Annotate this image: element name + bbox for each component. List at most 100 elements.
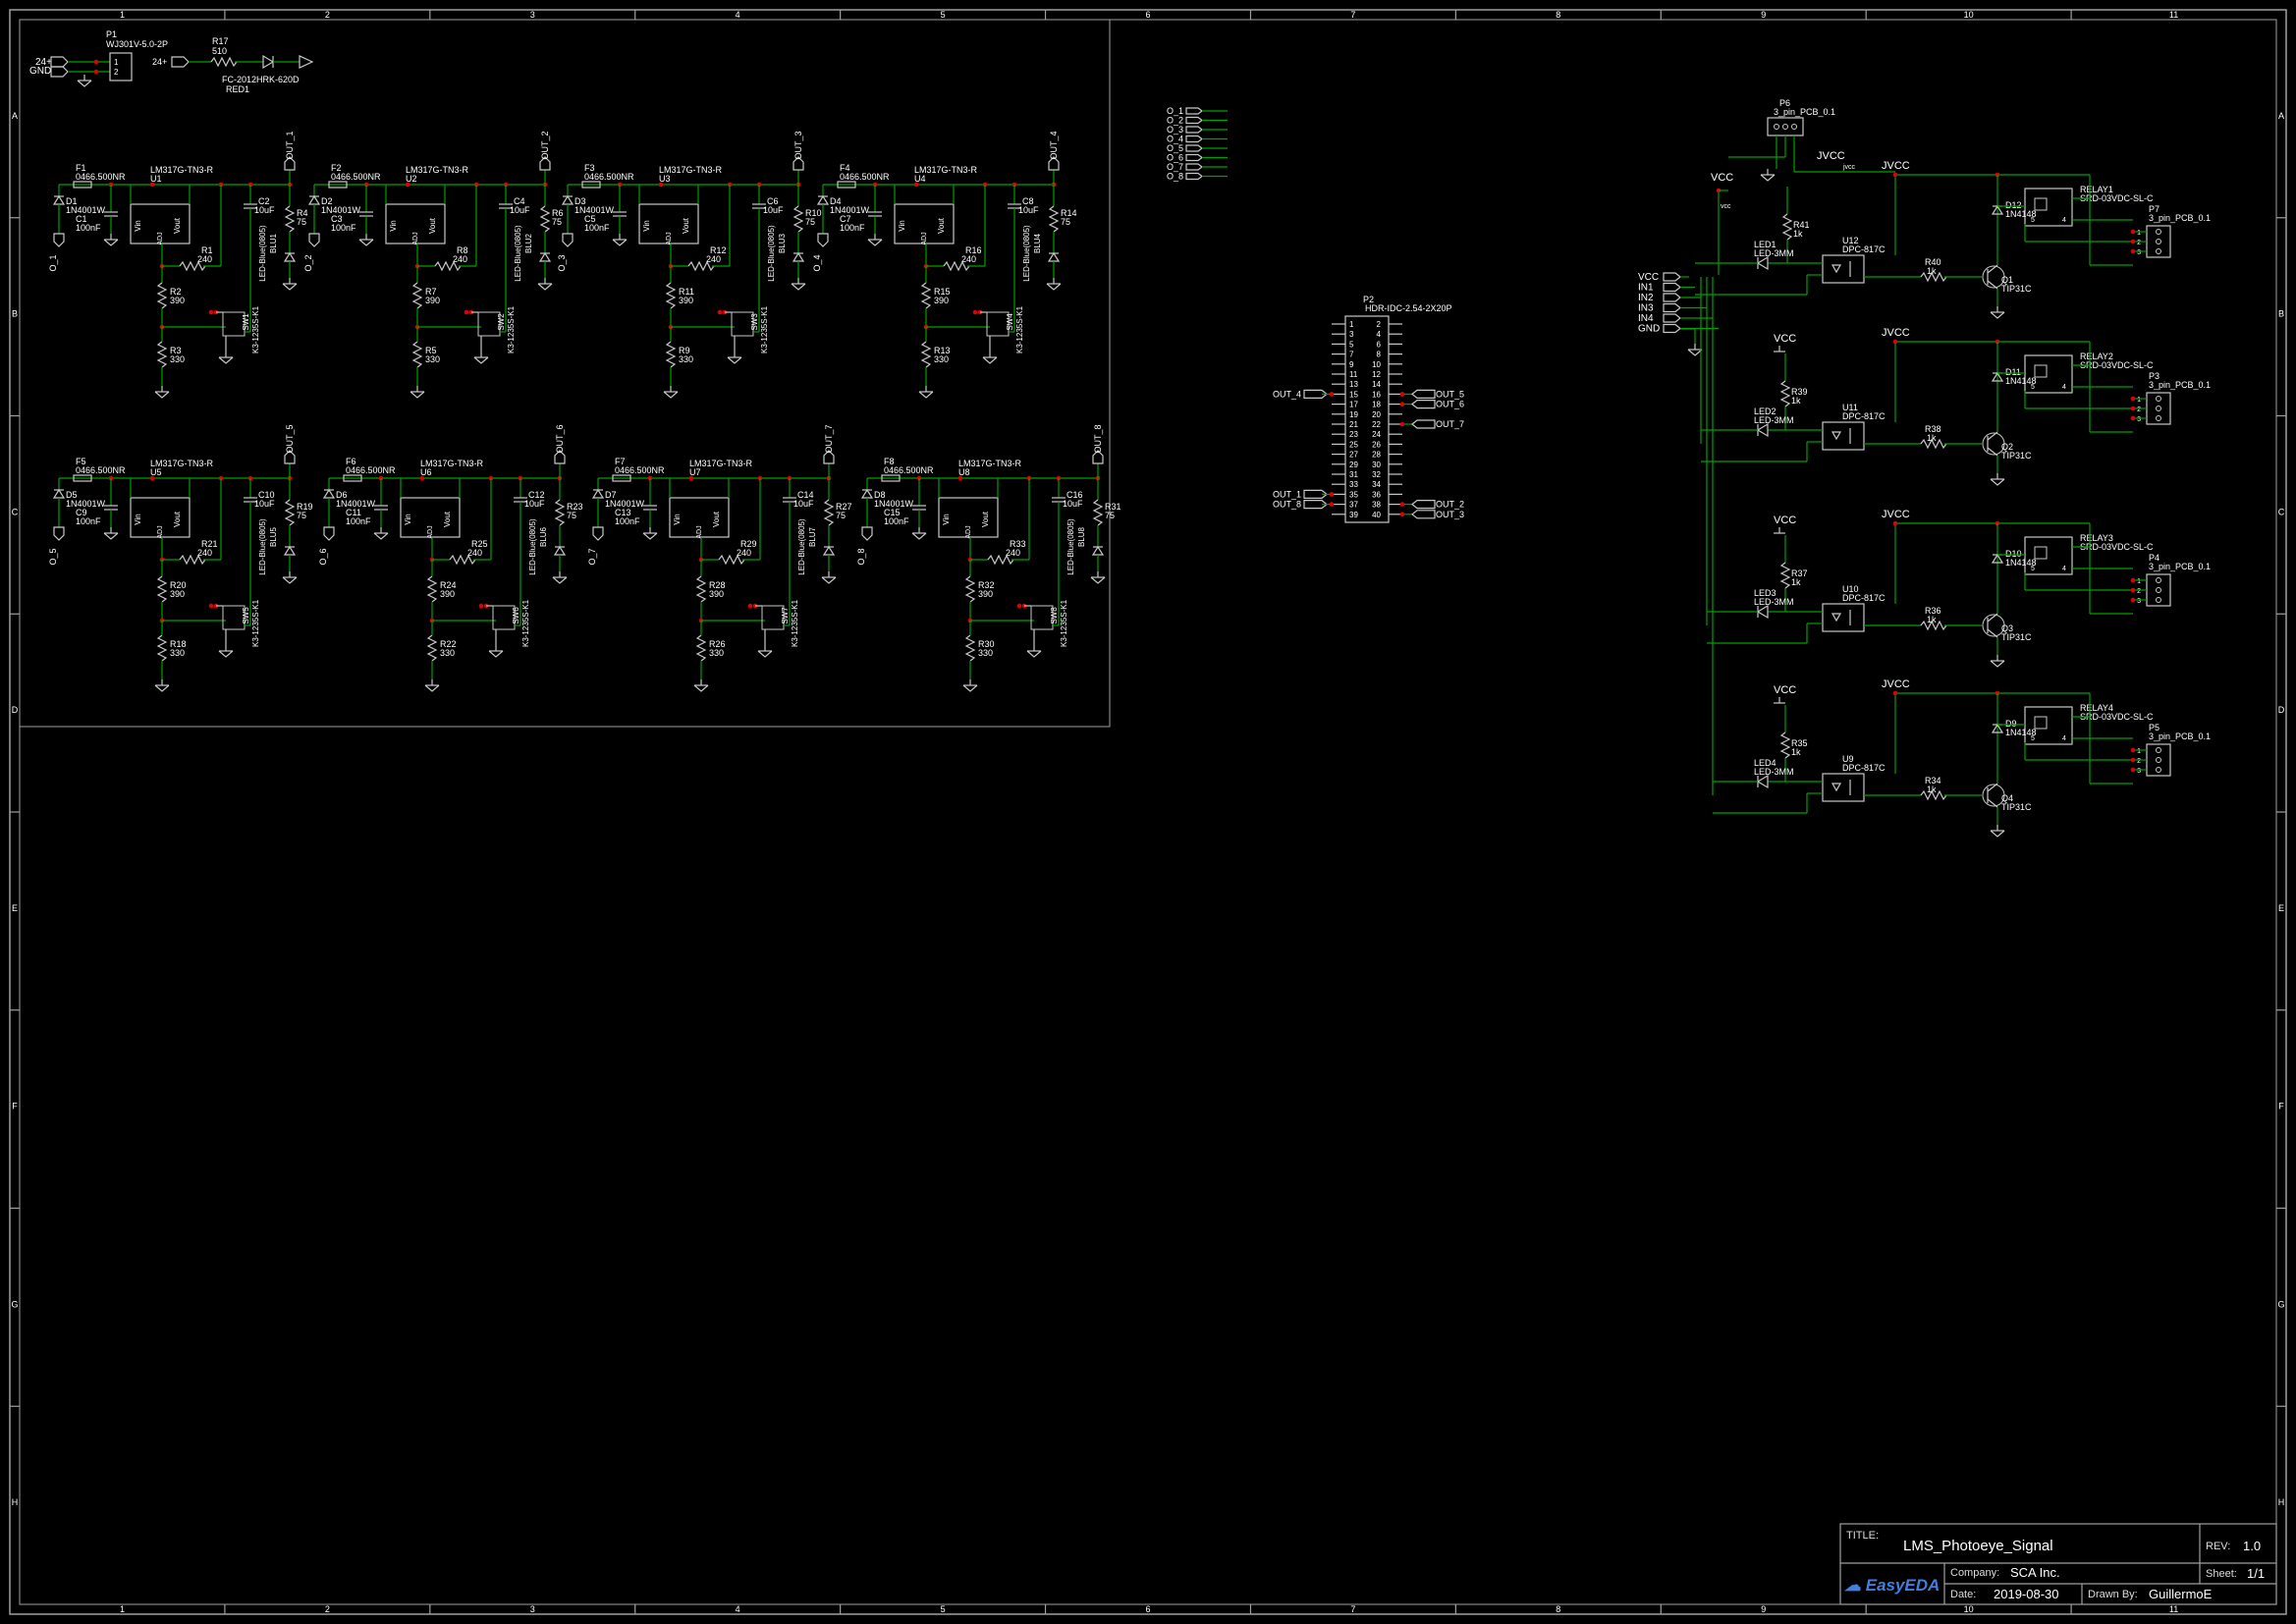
pin-label: 3 [2137, 598, 2141, 605]
ref-label: BLU5 [269, 526, 278, 547]
value-label: 240 [453, 254, 467, 264]
junction-dot [419, 475, 425, 481]
junction-dot [93, 69, 99, 75]
resistor-icon [411, 341, 423, 368]
pin-label: 2 [2137, 406, 2141, 413]
value-label: 1N4001W [830, 205, 870, 215]
net-label: JVCC [1817, 150, 1845, 162]
port-icon [50, 56, 69, 68]
ref-label: R28 [709, 580, 726, 590]
net-label: O_1 [1167, 106, 1183, 116]
net-label: OUT_4 [1049, 131, 1059, 159]
ground-icon [821, 576, 837, 584]
pin-label: 5 [2031, 735, 2035, 742]
ref-label: R18 [170, 639, 187, 649]
pin-label: 2 [2137, 588, 2141, 595]
ground-icon [218, 356, 234, 364]
value-label: LED-Blue(0805) [258, 225, 267, 282]
value-label: 390 [934, 296, 949, 305]
value-label: 10uF [524, 499, 545, 509]
junction-dot [747, 603, 753, 609]
net-label: OUT_8 [1093, 424, 1103, 453]
ground-icon [962, 684, 978, 692]
ref-label: U6 [420, 467, 432, 477]
value-label: LED-3MM [1754, 597, 1794, 607]
net-label: O_2 [1167, 116, 1183, 126]
value-label: 330 [170, 648, 185, 658]
port-icon [1185, 126, 1203, 134]
led-icon [1756, 604, 1769, 620]
fuse-icon [612, 474, 631, 482]
ref-label: R17 [212, 36, 229, 46]
pin-hole-icon [2156, 415, 2161, 421]
ref-label: R2 [170, 287, 182, 297]
value-label: 3_pin_PCB_0.1 [2149, 562, 2211, 571]
switch-icon [492, 605, 516, 630]
value-label: FC-2012HRK-620D [222, 75, 300, 84]
pin-label: Vout [937, 217, 946, 234]
ref-label: BLU1 [269, 233, 278, 253]
ref-label: F5 [76, 457, 86, 466]
net-flag-icon [53, 526, 65, 541]
ground-icon [552, 576, 568, 584]
value-label: 3_pin_PCB_0.1 [1774, 107, 1835, 117]
ref-label: R9 [679, 346, 690, 355]
rev-value: 1.0 [2243, 1539, 2262, 1553]
relay-coil-icon [2034, 364, 2048, 378]
ref-label: D10 [2005, 549, 2022, 559]
transistor-collector [1987, 264, 1998, 274]
pin-label: Vout [682, 217, 690, 234]
ref-label: P1 [106, 29, 117, 39]
easyeda-logo: ☁ EasyEDA [1844, 1576, 1940, 1596]
ref-label: D11 [2005, 367, 2021, 377]
value-label: LM317G-TN3-R [150, 165, 214, 175]
resistor-icon [1048, 205, 1060, 233]
pin-label: 21 [1349, 420, 1358, 429]
relay-icon [2024, 706, 2073, 745]
value-label: 75 [1105, 511, 1115, 520]
junction-dot [2130, 757, 2136, 763]
ref-label: C12 [528, 490, 545, 500]
pin-label: 1 [114, 58, 119, 67]
port-icon [1663, 293, 1681, 302]
regulator-icon [385, 203, 446, 244]
junction-dot [208, 603, 214, 609]
grid-column-label: 9 [1761, 10, 1766, 20]
junction-dot [1399, 512, 1405, 517]
pin-label: 4 [2062, 735, 2066, 742]
value-label: 75 [1061, 217, 1070, 227]
resistor-icon [156, 341, 168, 368]
junction-dot [2130, 767, 2136, 773]
ref-label: R37 [1791, 568, 1808, 578]
value-label: K3-1235S-K1 [521, 599, 530, 647]
ref-label: R20 [170, 580, 187, 590]
net-label-gnd: GND [29, 66, 51, 77]
pin-label: 2 [114, 68, 119, 77]
junction-dot [464, 309, 469, 315]
ref-label: D12 [2005, 200, 2022, 210]
value-label: 3_pin_PCB_0.1 [2149, 731, 2211, 741]
transistor-icon [1982, 614, 2005, 637]
net-label: O_3 [557, 254, 567, 271]
transistor-icon [1982, 784, 2005, 807]
pin-label: ADJ [427, 525, 434, 538]
value-label: 240 [467, 548, 482, 558]
optocoupler-icon [1822, 773, 1865, 802]
ref-label: C9 [76, 508, 87, 517]
pin-label: Vin [389, 220, 398, 231]
ref-label: P2 [1363, 295, 1374, 304]
junction-dot [1329, 492, 1335, 497]
ref-label: R1 [201, 245, 213, 255]
ref-label: F3 [584, 163, 595, 173]
pin-label: 8 [1377, 351, 1382, 359]
grid-row-label: C [12, 507, 19, 516]
pin-hole-icon [2156, 757, 2161, 763]
ref-label: R10 [805, 208, 822, 218]
diode-icon [1991, 204, 2004, 215]
port-icon [1185, 107, 1203, 115]
ref-label: U12 [1842, 236, 1859, 245]
resistor-icon [449, 554, 476, 566]
pin-label: 33 [1349, 480, 1358, 489]
regulator-channel: F60466.500NRD61N4001WO_6C11100nFLM317G-T… [318, 424, 583, 692]
